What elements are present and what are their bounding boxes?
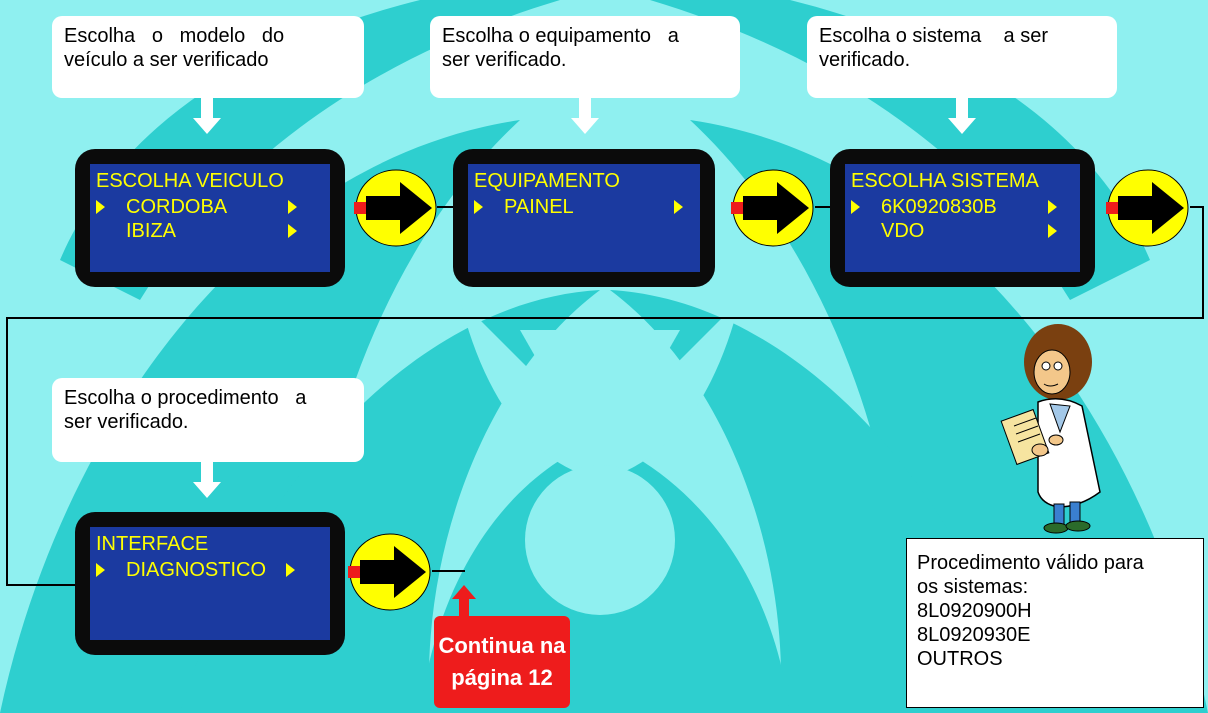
info-box: Procedimento válido para os sistemas: 8L… [906,538,1204,708]
callout-equipment: Escolha o equipamento a ser verificado. [430,16,740,98]
callout-vehicle-line1: Escolha o modelo do [64,25,285,47]
callout-procedure: Escolha o procedimento a ser verificado. [52,378,364,462]
screen-interface-item[interactable]: DIAGNOSTICO [96,558,306,582]
screen-vehicle-item[interactable]: IBIZA [96,219,306,243]
screen-system-title: ESCOLHA SISTEMA [851,170,1039,192]
info-line3: 8L0920900H [917,600,1032,622]
screen-vehicle-title: ESCOLHA VEICULO [96,170,284,192]
info-line5: OUTROS [917,648,1003,670]
selection-triangle-icon [96,200,105,214]
selection-triangle-icon [96,563,105,577]
selection-triangle-icon [851,200,860,214]
callout-vehicle: Escolha o modelo do veículo a ser verifi… [52,16,364,98]
selection-triangle-icon [288,224,297,238]
selection-triangle-icon [286,563,295,577]
item-label: PAINEL [504,196,574,218]
screen-interface-title: INTERFACE [96,533,209,555]
up-arrow-icon [452,585,476,617]
down-arrow-icon [571,98,599,134]
selection-triangle-icon [674,200,683,214]
continue-badge-line2: página 12 [451,665,553,690]
screen-vehicle-display: ESCOLHA VEICULO CORDOBA IBIZA [90,164,330,272]
screen-equipment-title: EQUIPAMENTO [474,170,620,192]
screen-interface: INTERFACE DIAGNOSTICO [75,512,345,655]
item-label: VDO [881,220,925,242]
item-label: DIAGNOSTICO [126,559,267,581]
right-arrow-icon[interactable] [731,168,815,248]
screen-system-item[interactable]: VDO [851,219,1061,243]
selection-triangle-icon [288,200,297,214]
screen-vehicle: ESCOLHA VEICULO CORDOBA IBIZA [75,149,345,287]
callout-system-line2: verificado. [819,49,911,71]
screen-equipment: EQUIPAMENTO PAINEL [453,149,715,287]
item-label: 6K0920830B [881,196,997,218]
screen-equipment-item[interactable]: PAINEL [474,195,684,219]
callout-system: Escolha o sistema a ser verificado. [807,16,1117,98]
right-arrow-icon[interactable] [348,532,432,612]
callout-procedure-line1: Escolha o procedimento a [64,387,307,409]
screen-system-item[interactable]: 6K0920830B [851,195,1061,219]
down-arrow-icon [193,462,221,498]
screen-system-display: ESCOLHA SISTEMA 6K0920830B VDO [845,164,1080,272]
info-line1: Procedimento válido para [917,552,1144,574]
callout-equipment-line1: Escolha o equipamento a [442,25,679,47]
callout-vehicle-line2: veículo a ser verificado [64,49,269,71]
info-line2: os sistemas: [917,576,1029,598]
screen-vehicle-item[interactable]: CORDOBA [96,195,306,219]
down-arrow-icon [193,98,221,134]
continue-badge[interactable]: Continua na página 12 [434,616,570,708]
callout-procedure-line2: ser verificado. [64,411,189,433]
continue-badge-line1: Continua na [438,633,566,658]
doctor-with-clipboard-icon [1000,324,1101,534]
screen-interface-display: INTERFACE DIAGNOSTICO [90,527,330,640]
callout-equipment-line2: ser verificado. [442,49,567,71]
item-label: IBIZA [126,220,177,242]
screen-equipment-display: EQUIPAMENTO PAINEL [468,164,700,272]
selection-triangle-icon [1048,200,1057,214]
callout-system-line1: Escolha o sistema a ser [819,25,1048,47]
item-label: CORDOBA [126,196,228,218]
right-arrow-icon[interactable] [1106,168,1190,248]
down-arrow-icon [948,98,976,134]
selection-triangle-icon [1048,224,1057,238]
selection-triangle-icon [474,200,483,214]
screen-system: ESCOLHA SISTEMA 6K0920830B VDO [830,149,1095,287]
info-line4: 8L0920930E [917,624,1031,646]
right-arrow-icon[interactable] [354,168,438,248]
